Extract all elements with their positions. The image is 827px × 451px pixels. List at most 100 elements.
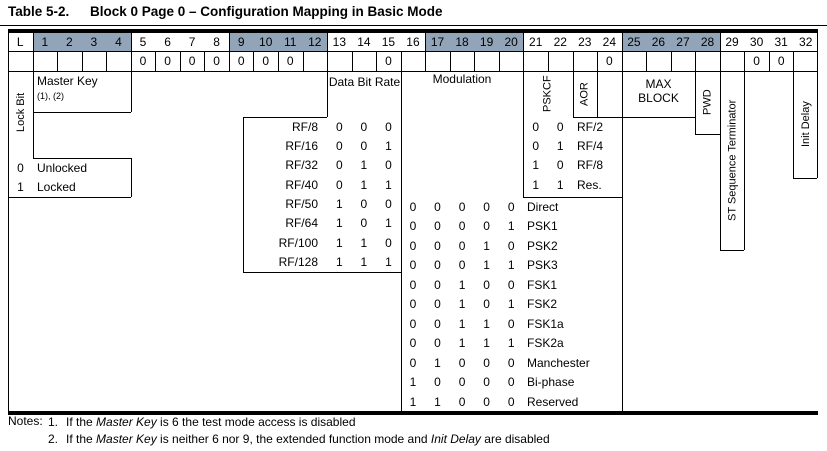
table-line xyxy=(33,71,34,158)
legend-label: RF/16 xyxy=(285,138,318,153)
legend-label: RF/8 xyxy=(291,119,318,134)
legend-bit: 1 xyxy=(507,336,515,351)
table-line xyxy=(695,134,720,135)
legend-bit: 1 xyxy=(507,297,515,312)
bit-number: 32 xyxy=(799,35,813,49)
table-line xyxy=(793,178,817,179)
table-line xyxy=(719,51,721,71)
legend-bit: 1 xyxy=(360,235,368,250)
bit-number: 7 xyxy=(188,35,196,49)
legend-bit: 1 xyxy=(458,297,466,312)
note-text-italic: Master Key xyxy=(96,415,157,429)
table-line xyxy=(327,33,329,51)
lock-col-header: L xyxy=(16,35,24,49)
table-line xyxy=(106,51,108,71)
master-key-note-refs: (1), (2) xyxy=(37,91,64,101)
legend-label: RF/4 xyxy=(577,138,604,153)
table-line xyxy=(243,272,401,273)
table-line xyxy=(400,71,402,411)
table-line xyxy=(425,33,427,51)
master-key-title: Master Key xyxy=(37,74,98,88)
field-label-pskcf: PSKCF xyxy=(541,75,554,113)
bit-number: 8 xyxy=(213,35,220,49)
legend-bit: 0 xyxy=(434,336,441,351)
legend-label: Manchester xyxy=(527,355,590,370)
legend-bit: 0 xyxy=(336,138,343,153)
bit-number: 13 xyxy=(332,35,347,49)
legend-bit: 1 xyxy=(336,216,343,231)
legend-label: FSK2 xyxy=(527,297,558,312)
note-text: is neither 6 nor 9, the extended functio… xyxy=(156,432,431,446)
table-line xyxy=(670,51,672,71)
legend-label: Direct xyxy=(527,200,559,214)
notes-heading: Notes: xyxy=(8,414,43,428)
legend-bit: 0 xyxy=(483,375,490,390)
legend-bit: 0 xyxy=(336,158,343,173)
legend-bit: 0 xyxy=(483,394,490,409)
table-line xyxy=(8,51,818,52)
table-line xyxy=(646,51,648,71)
table-line xyxy=(243,117,328,118)
note-text: are disabled xyxy=(480,432,550,446)
legend-label: FSK1a xyxy=(527,316,564,331)
table-line xyxy=(621,51,623,71)
table-line xyxy=(547,51,549,71)
legend-bit: 0 xyxy=(532,119,540,134)
table-line xyxy=(32,51,34,71)
legend-bit: 0 xyxy=(360,119,368,134)
notes-list: 1.If the Master Key is 6 the test mode a… xyxy=(8,414,820,448)
table-number: Table 5-2. xyxy=(8,4,70,19)
note-item: 2.If the Master Key is neither 6 nor 9, … xyxy=(8,431,820,448)
legend-bit: 0 xyxy=(385,158,392,173)
legend-bit: 0 xyxy=(507,277,515,292)
legend-bit: 0 xyxy=(434,258,441,273)
bit-number: 11 xyxy=(284,35,297,49)
table-line xyxy=(695,51,697,71)
legend-label: PSK1 xyxy=(527,219,558,234)
legend-label: RF/128 xyxy=(278,254,318,269)
legend-bit: 0 xyxy=(409,238,417,253)
preset-bit-value: 0 xyxy=(262,54,270,68)
field-label-st-sequence-terminator: ST Sequence Terminator xyxy=(726,99,739,222)
table-caption: Block 0 Page 0 – Configuration Mapping i… xyxy=(90,4,443,19)
notes: Notes: 1.If the Master Key is 6 the test… xyxy=(8,414,820,448)
table-line xyxy=(302,51,304,71)
field-label-modulation: Modulation xyxy=(432,72,492,86)
table-line xyxy=(327,51,329,71)
table-line xyxy=(621,33,623,51)
legend-value: 0 xyxy=(17,160,24,175)
table-line xyxy=(523,71,525,197)
table-line xyxy=(130,71,132,112)
field-label-init-delay: Init Delay xyxy=(800,101,812,147)
legend-label: RF/8 xyxy=(577,158,604,173)
preset-bit-value: 0 xyxy=(139,54,147,68)
legend-bit: 0 xyxy=(385,196,392,211)
table-line xyxy=(8,29,818,33)
table-line xyxy=(204,51,206,71)
table-line xyxy=(621,71,623,411)
legend-bit: 0 xyxy=(409,277,417,292)
bit-number: 29 xyxy=(725,35,739,49)
bit-number: 30 xyxy=(749,35,764,49)
table-line xyxy=(597,71,598,117)
legend-bit: 0 xyxy=(336,119,343,134)
preset-bit-value: 0 xyxy=(237,54,245,68)
legend-bit: 1 xyxy=(336,235,343,250)
table-line xyxy=(8,29,9,415)
preset-bit-value: 0 xyxy=(213,54,220,68)
legend-bit: 0 xyxy=(483,219,490,234)
table-line xyxy=(33,112,131,113)
preset-bit-value: 0 xyxy=(777,54,785,68)
legend-label: Res. xyxy=(577,177,602,192)
legend-bit: 0 xyxy=(434,375,441,390)
table-line xyxy=(572,117,696,118)
legend-bit: 1 xyxy=(434,394,441,409)
legend-bit: 1 xyxy=(385,138,392,153)
legend-bit: 1 xyxy=(385,254,392,269)
legend-bit: 0 xyxy=(507,238,515,253)
bit-number: 19 xyxy=(479,35,494,49)
shaded-header-cell xyxy=(621,33,720,51)
legend-bit: 1 xyxy=(336,196,343,211)
note-item: 1.If the Master Key is 6 the test mode a… xyxy=(8,414,820,431)
legend-label: RF/40 xyxy=(285,177,318,192)
